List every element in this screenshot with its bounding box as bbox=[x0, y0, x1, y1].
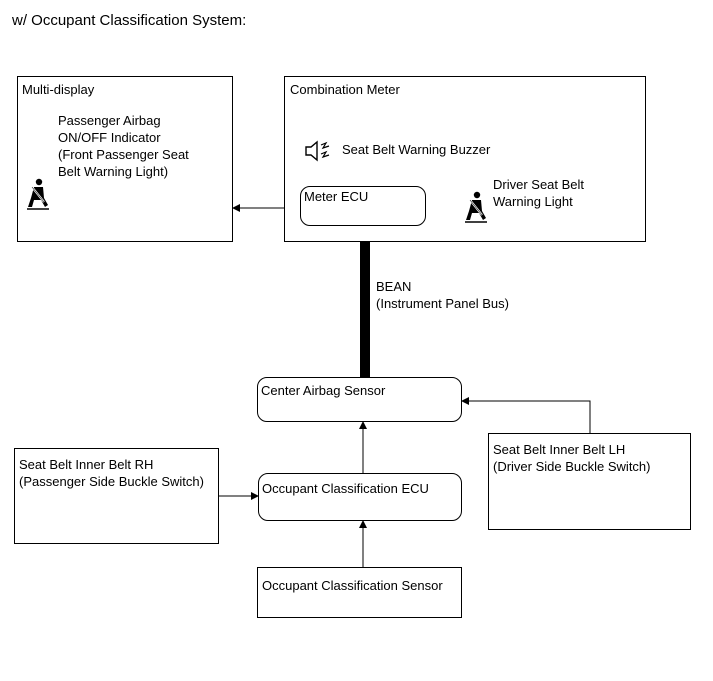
multi-display-box: Multi-display Passenger Airbag ON/OFF In… bbox=[17, 76, 233, 242]
seat-belt-warning-icon bbox=[27, 178, 49, 210]
buckle-lh-to-airbag-arrow bbox=[461, 397, 591, 433]
driver-seat-belt-light-line-2: Warning Light bbox=[493, 194, 573, 209]
driver-side-buckle-switch-label: (Driver Side Buckle Switch) bbox=[493, 459, 651, 474]
passenger-airbag-indicator-line-1: Passenger Airbag bbox=[58, 113, 161, 128]
passenger-airbag-indicator-line-2: ON/OFF Indicator bbox=[58, 130, 161, 145]
driver-seat-belt-light-line-1: Driver Seat Belt bbox=[493, 177, 585, 192]
meter-ecu-box: Meter ECU bbox=[300, 186, 426, 226]
combination-meter-title: Combination Meter bbox=[290, 82, 400, 97]
buzzer-speaker-icon bbox=[305, 140, 330, 162]
passenger-airbag-indicator-line-3: (Front Passenger Seat bbox=[58, 147, 189, 162]
occupant-classification-sensor-label: Occupant Classification Sensor bbox=[262, 578, 443, 593]
occupant-classification-ecu-label: Occupant Classification ECU bbox=[262, 481, 429, 496]
seat-belt-inner-belt-lh-label: Seat Belt Inner Belt LH bbox=[493, 442, 626, 457]
passenger-airbag-indicator-line-4: Belt Warning Light) bbox=[58, 164, 169, 179]
multi-display-title: Multi-display bbox=[22, 82, 95, 97]
bean-bus-label: BEAN bbox=[376, 279, 412, 294]
meter-ecu-label: Meter ECU bbox=[304, 189, 369, 204]
seat-belt-inner-belt-lh-box: Seat Belt Inner Belt LH (Driver Side Buc… bbox=[488, 433, 691, 530]
seat-belt-inner-belt-rh-box: Seat Belt Inner Belt RH (Passenger Side … bbox=[14, 448, 219, 544]
instrument-panel-bus-label: (Instrument Panel Bus) bbox=[376, 296, 509, 311]
center-airbag-sensor-label: Center Airbag Sensor bbox=[261, 383, 386, 398]
center-airbag-sensor-box: Center Airbag Sensor bbox=[257, 377, 462, 422]
occupant-classification-sensor-box: Occupant Classification Sensor bbox=[257, 567, 462, 618]
occupant-classification-ecu-box: Occupant Classification ECU bbox=[258, 473, 462, 521]
passenger-side-buckle-switch-label: (Passenger Side Buckle Switch) bbox=[19, 474, 204, 489]
diagram-heading: w/ Occupant Classification System: bbox=[12, 12, 247, 29]
seat-belt-inner-belt-rh-label: Seat Belt Inner Belt RH bbox=[19, 457, 154, 472]
seat-belt-warning-icon bbox=[465, 191, 487, 223]
seat-belt-warning-buzzer-label: Seat Belt Warning Buzzer bbox=[342, 142, 491, 157]
